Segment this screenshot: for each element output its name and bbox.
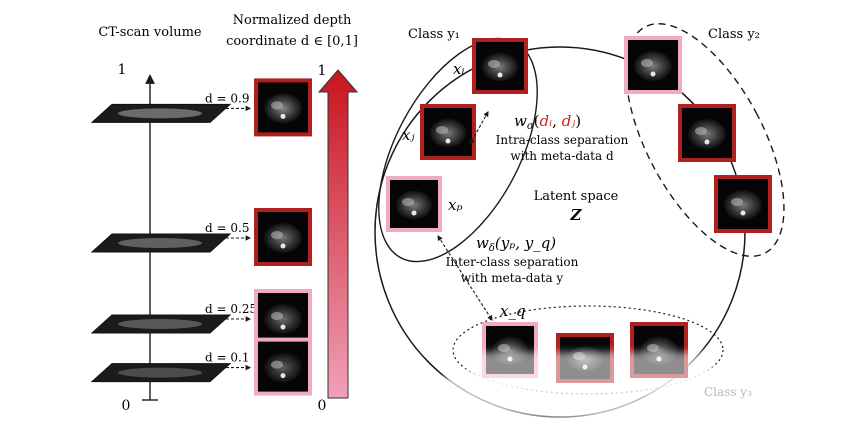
latent-thumb-class2-a: [624, 36, 682, 94]
slice-thumbnails: [254, 78, 312, 396]
latent-thumb-xp: [386, 176, 442, 232]
w-sigma-comma: ,: [552, 112, 562, 130]
bottom-thumb-fade: [470, 352, 710, 392]
w-delta-formula: wδ(yₚ, y_q): [476, 234, 556, 254]
slice-thumbnail-organ: [271, 312, 283, 320]
slice-thumbnail-body: [264, 93, 302, 124]
slice-thumbnail-body: [264, 352, 302, 383]
sample-xp-label: xₚ: [448, 196, 462, 214]
w-sigma-formula: wσ(dᵢ, dⱼ): [514, 112, 581, 132]
slice-thumbnail-body: [264, 223, 302, 253]
slice-depth-label: d = 0.5: [205, 221, 249, 235]
slice-thumbnail-body: [264, 304, 302, 334]
ct-volume-title: CT-scan volume: [98, 25, 202, 40]
class2-ellipse: [625, 23, 785, 257]
sample-xi-label: xᵢ: [453, 60, 464, 78]
latent-thumb-xj: [420, 104, 476, 160]
latent-thumb-xp-body: [395, 190, 433, 220]
latent-space-label: Latent space: [534, 189, 619, 204]
ct-slice-anatomy: [118, 108, 202, 119]
class3-label: Class y₃: [704, 385, 752, 399]
latent-thumb-class2-b-organ: [695, 127, 707, 135]
intra-class-arrow: [469, 111, 489, 145]
latent-thumb-class2-a-spine: [650, 71, 656, 77]
sample-xj-label: xⱼ: [402, 126, 414, 144]
slice-thumbnail-organ: [271, 360, 283, 369]
w-delta-symbol: w: [476, 234, 489, 252]
latent-thumb-xj-organ: [436, 126, 448, 134]
slice-thumbnail: [254, 337, 312, 396]
inter-class-text-line1: Inter-class separation: [446, 255, 579, 269]
latent-space-symbol: Z: [570, 206, 583, 224]
latent-thumb-class2-c-body: [724, 190, 762, 220]
depth-gradient-arrow: [317, 69, 359, 399]
latent-thumb-xp-organ: [402, 198, 414, 206]
w-sigma-open-paren: (: [534, 112, 540, 130]
ct-slice-anatomy: [118, 367, 202, 378]
volume-axis-top-label: 1: [118, 62, 127, 78]
latent-thumb-class2-c-organ: [731, 198, 743, 206]
depth-bar-bottom-label: 0: [318, 398, 327, 414]
slice-thumbnail: [254, 78, 312, 137]
intra-class-text-line2: with meta-data d: [510, 149, 614, 163]
latent-thumb-xj-spine: [445, 138, 451, 144]
slice-thumbnail-organ: [271, 231, 283, 239]
latent-thumb-xi-body: [481, 52, 519, 82]
w-sigma-dj: dⱼ: [562, 112, 576, 130]
w-sigma-symbol: w: [514, 112, 527, 130]
latent-thumb-class2-a-body: [634, 51, 672, 81]
class3-ellipse: [452, 305, 724, 395]
volume-axis-bottom-label: 0: [122, 398, 131, 414]
depth-bar-title-line1: Normalized depth: [233, 13, 352, 28]
latent-thumb-class2-b-body: [688, 119, 726, 149]
latent-thumb-xp-spine: [411, 210, 417, 216]
latent-thumb-class3-c-organ: [647, 344, 659, 352]
inter-class-text-line2: with meta-data y: [461, 271, 564, 285]
ct-slice-anatomy: [118, 319, 202, 329]
class2-label: Class y₂: [708, 27, 760, 42]
w-sigma-subscript: σ: [527, 121, 535, 132]
w-delta-subscript: δ: [489, 243, 495, 254]
w-sigma-close-paren: ): [575, 112, 581, 130]
class1-label: Class y₁: [408, 27, 460, 42]
latent-thumb-xi-spine: [497, 72, 503, 78]
slice-depth-label: d = 0.9: [205, 91, 249, 105]
latent-thumb-class2-b-spine: [704, 139, 710, 145]
slice-depth-label: d = 0.25: [205, 302, 257, 316]
latent-thumb-xi-organ: [488, 60, 500, 68]
latent-thumb-class2-c-spine: [740, 210, 746, 216]
depth-bar-title-line2: coordinate d ∈ [0,1]: [226, 34, 358, 49]
slice-depth-label: d = 0.1: [205, 351, 249, 365]
slice-depth-labels: d = 0.9 d = 0.5 d = 0.25 d = 0.1: [205, 91, 257, 371]
ct-slice-plane: [90, 363, 232, 383]
latent-thumb-class2-b: [678, 104, 736, 162]
slice-thumbnail: [254, 208, 312, 266]
latent-thumb-xj-body: [429, 118, 467, 148]
ct-slices-group: [90, 103, 232, 383]
latent-thumbnails: [386, 36, 772, 392]
latent-thumb-xq-organ: [498, 344, 510, 352]
slice-thumbnail-spine: [280, 373, 286, 379]
w-delta-args: (yₚ, y_q): [495, 234, 556, 252]
slice-thumbnail-spine: [280, 243, 286, 249]
slice-thumbnail: [254, 289, 312, 347]
inter-class-arrow: [437, 235, 493, 321]
sample-xq-label: x_q: [500, 302, 526, 320]
latent-thumb-class2-c: [714, 175, 772, 233]
ct-slice-anatomy: [118, 238, 202, 248]
intra-class-text-line1: Intra-class separation: [496, 133, 629, 147]
latent-thumb-class2-a-organ: [641, 59, 653, 67]
slice-thumbnail-spine: [280, 113, 286, 119]
w-sigma-di: dᵢ: [540, 112, 553, 130]
depth-bar-top-label: 1: [318, 63, 327, 79]
slice-thumbnail-organ: [271, 101, 283, 110]
slice-thumbnail-spine: [280, 324, 286, 330]
latent-thumb-xi: [472, 38, 528, 94]
